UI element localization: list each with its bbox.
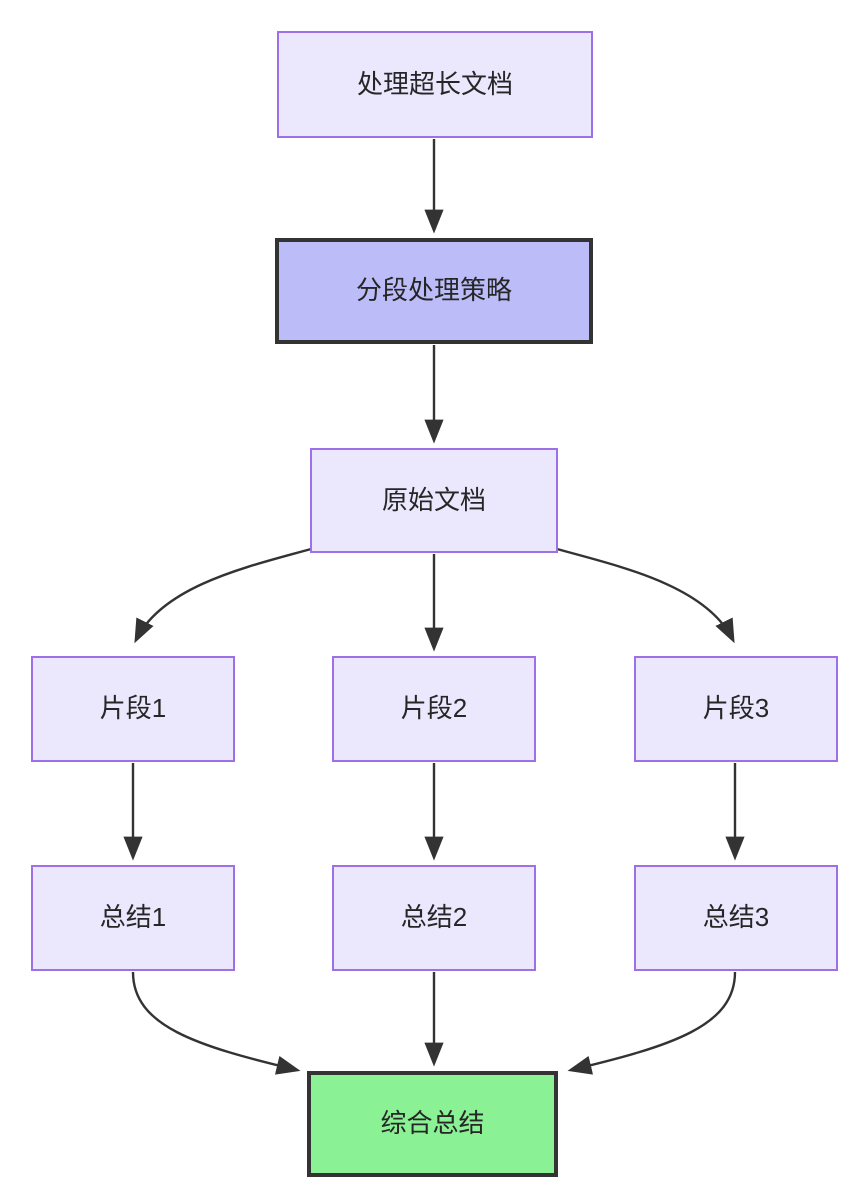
node-label-doc_long: 处理超长文档 (356, 68, 513, 99)
edges-group (123, 139, 745, 1075)
node-sum3[interactable]: 总结3 (634, 865, 838, 971)
node-sum1[interactable]: 总结1 (31, 865, 235, 971)
edge-raw_doc-to-frag3 (556, 547, 735, 644)
node-label-frag3: 片段3 (702, 693, 770, 724)
node-label-frag2: 片段2 (400, 693, 468, 724)
node-label-sum3: 总结3 (702, 902, 770, 933)
node-frag1[interactable]: 片段1 (31, 656, 235, 762)
node-strategy[interactable]: 分段处理策略 (275, 238, 593, 344)
node-final_sum[interactable]: 综合总结 (307, 1071, 558, 1177)
node-frag3[interactable]: 片段3 (634, 656, 838, 762)
node-raw_doc[interactable]: 原始文档 (310, 448, 558, 553)
edge-sum1-to-final_sum (131, 971, 301, 1075)
node-sum2[interactable]: 总结2 (332, 865, 536, 971)
node-label-strategy: 分段处理策略 (355, 275, 512, 306)
node-label-raw_doc: 原始文档 (381, 484, 486, 515)
node-doc_long[interactable]: 处理超长文档 (277, 31, 593, 138)
edge-sum3-to-final_sum (567, 971, 737, 1075)
node-frag2[interactable]: 片段2 (332, 656, 536, 762)
edge-raw_doc-to-frag1 (134, 547, 312, 644)
node-label-final_sum: 综合总结 (380, 1108, 485, 1139)
node-label-sum2: 总结2 (400, 902, 468, 933)
node-label-frag1: 片段1 (99, 693, 167, 724)
node-label-sum1: 总结1 (99, 902, 167, 933)
